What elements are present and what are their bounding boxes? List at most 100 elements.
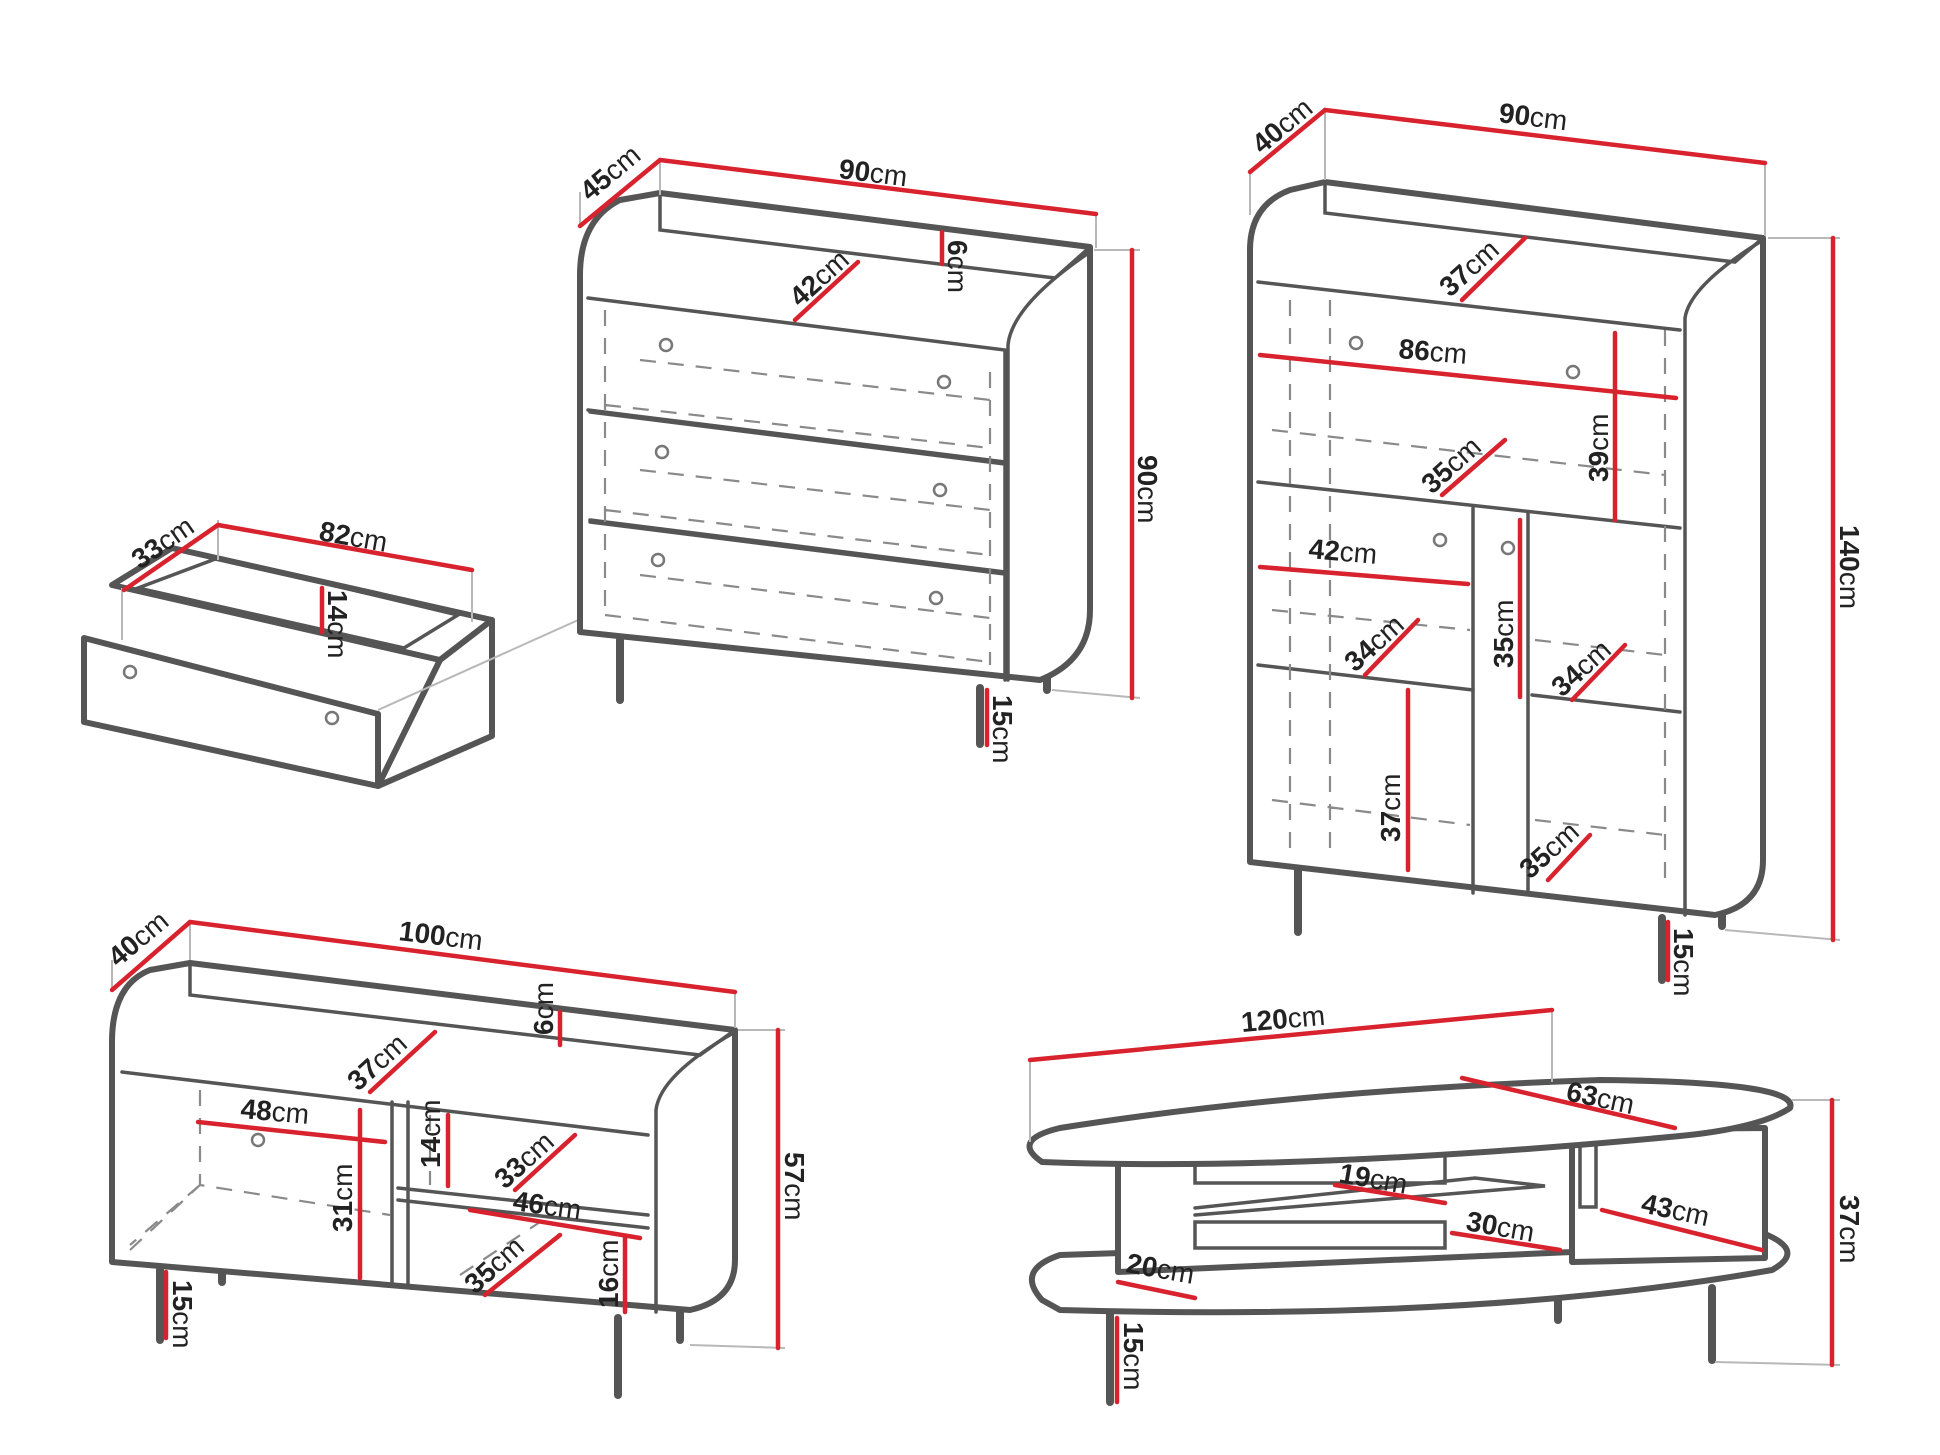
extension-line	[1051, 689, 1141, 699]
label-dresser-top-rim: 6cm	[942, 240, 973, 293]
cabinet-side-curve	[1683, 238, 1765, 917]
dresser	[577, 160, 1141, 748]
dim-coffee-width	[1027, 1007, 1555, 1063]
dresser-knob	[650, 552, 666, 568]
label-dresser-height: 90cm	[1132, 455, 1163, 523]
label-cabinet-leg-height: 15cm	[1668, 928, 1699, 996]
dim-tv-shelf-depth	[512, 1132, 578, 1193]
dresser-knob	[936, 374, 952, 390]
label-cabinet-door-height: 35cm	[1488, 600, 1519, 668]
drawer-inner-floor	[131, 556, 463, 650]
label-coffee-leg-height: 15cm	[1118, 1322, 1149, 1390]
tv-stand-top-shelf	[120, 1070, 650, 1137]
label-cabinet-inner-width: 86cm	[1397, 333, 1468, 370]
extension-line	[689, 1344, 786, 1349]
drawer-knob	[122, 664, 138, 680]
label-coffee-slot-width: 19cm	[1337, 1157, 1410, 1199]
label-coffee-inner-depth: 43cm	[1639, 1188, 1712, 1233]
label-coffee-bottom-depth: 20cm	[1124, 1247, 1197, 1289]
dim-dresser-width	[657, 157, 1099, 217]
extension-line	[1714, 1361, 1841, 1366]
label-cabinet-height: 140cm	[1834, 525, 1865, 609]
dim-cabinet-depth	[1247, 107, 1328, 175]
tv-stand-knob	[250, 1132, 266, 1148]
label-tv-leg-height: 15cm	[167, 1280, 198, 1348]
dim-tv-left-width	[195, 1119, 388, 1145]
label-tv-depth: 40cm	[102, 905, 174, 973]
label-tv-top-rim: 6cm	[528, 982, 559, 1035]
dim-cabinet-lower-depth	[1545, 832, 1593, 883]
dim-cabinet-right-depth	[1569, 642, 1628, 703]
label-cabinet-lower-height: 37cm	[1375, 774, 1406, 842]
dresser-side-curve	[1006, 250, 1092, 682]
drawer-front	[81, 635, 381, 789]
dim-coffee-slot-width	[1332, 1182, 1448, 1206]
cabinet-mid-divider	[1256, 480, 1682, 530]
dim-dresser-inner-depth	[792, 259, 861, 323]
dim-tv-right-depth	[482, 1232, 563, 1298]
dim-cabinet-upper-depth	[1439, 437, 1508, 498]
label-tv-height: 57cm	[779, 1152, 810, 1220]
label-coffee-width: 120cm	[1240, 1000, 1326, 1038]
dim-dresser-depth	[577, 157, 663, 229]
drawer-side	[375, 617, 495, 789]
label-tv-left-height: 31cm	[327, 1164, 358, 1232]
cabinet-left-shelf	[1256, 663, 1475, 692]
label-cabinet-left-width: 42cm	[1307, 533, 1378, 570]
dresser-drawer-1	[586, 296, 1007, 464]
coffee-table-top	[1026, 1077, 1794, 1168]
dim-tv-depth	[109, 919, 193, 993]
dim-tv-top-depth	[367, 1029, 438, 1095]
label-dresser-width: 90cm	[837, 153, 909, 192]
dim-tv-width	[187, 919, 738, 995]
cabinet-top-shelf	[1256, 280, 1682, 332]
dresser-body	[577, 190, 1093, 683]
label-cabinet-width: 90cm	[1497, 97, 1569, 136]
tv-stand-inner-shelf-edge	[396, 1198, 650, 1230]
dim-coffee-shelf-depth	[1449, 1230, 1563, 1253]
label-tv-right-width: 46cm	[511, 1185, 583, 1225]
dresser-drawer-2	[588, 410, 1007, 574]
dresser-knob	[932, 482, 948, 498]
coffee-table	[1026, 1008, 1841, 1406]
dim-cabinet-width	[1322, 107, 1768, 166]
coffee-table-inner-shelf	[1193, 1176, 1546, 1217]
label-cabinet-upper-height: 39cm	[1583, 414, 1614, 482]
cabinet-knob	[1348, 335, 1364, 351]
dimension-lines	[109, 107, 1836, 1405]
label-dresser-leg-height: 15cm	[987, 695, 1018, 763]
dresser-knob	[658, 337, 674, 353]
dim-cabinet-top-shelf-depth	[1459, 235, 1528, 303]
dim-tv-right-width	[467, 1207, 643, 1241]
label-tv-width: 100cm	[397, 915, 484, 956]
dim-drawer-width	[215, 522, 475, 573]
dim-cabinet-left-width	[1257, 564, 1471, 587]
tv-stand-inner-shelf	[396, 1186, 650, 1217]
tv-stand-body	[109, 960, 738, 1313]
label-coffee-top-depth: 63cm	[1564, 1076, 1637, 1121]
tv-stand-hidden-lines	[129, 1090, 541, 1276]
dresser-hidden-lines	[603, 310, 992, 665]
dim-drawer-depth	[121, 522, 221, 593]
coffee-table-slot-bottom	[1193, 1220, 1447, 1250]
cabinet-right-shelf	[1530, 693, 1682, 714]
dim-cabinet-left-depth	[1362, 617, 1421, 678]
label-drawer-width: 82cm	[317, 515, 390, 557]
dresser-knob	[928, 590, 944, 606]
dresser-knob	[654, 444, 670, 460]
label-tv-left-width: 48cm	[239, 1093, 310, 1130]
cabinet-hidden-lines	[1271, 300, 1667, 890]
drawer	[81, 520, 646, 789]
tv-stand	[109, 922, 786, 1399]
dim-coffee-top-depth	[1459, 1075, 1678, 1131]
dim-cabinet-inner-width	[1257, 352, 1679, 401]
dim-coffee-bottom-depth	[1115, 1279, 1198, 1301]
cabinet-knob	[1500, 540, 1516, 556]
dim-coffee-inner-depth	[1599, 1207, 1765, 1253]
label-drawer-height: 14cm	[322, 590, 353, 658]
label-tv-shelf-height: 14cm	[415, 1100, 446, 1168]
tv-stand-side-curve	[654, 1030, 737, 1314]
label-coffee-shelf-depth: 30cm	[1464, 1205, 1537, 1247]
drawer-knob	[324, 710, 340, 726]
